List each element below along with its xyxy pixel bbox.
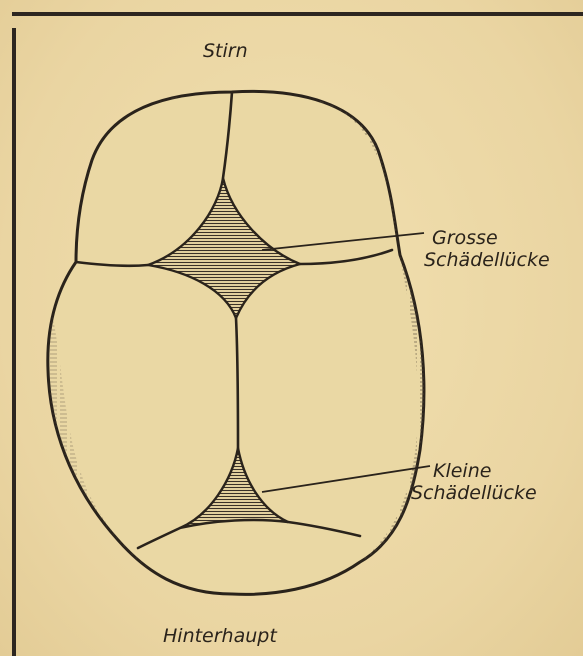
label-anterior-fontanelle-line1: Grosse: [424, 227, 550, 249]
label-anterior-fontanelle: Grosse Schädellücke: [424, 227, 550, 271]
label-forehead: Stirn: [203, 40, 248, 62]
label-posterior-fontanelle: Kleine Schädellücke: [411, 460, 537, 504]
label-posterior-fontanelle-line2: Schädellücke: [411, 482, 537, 504]
label-posterior-fontanelle-line1: Kleine: [411, 460, 537, 482]
label-back-of-head: Hinterhaupt: [163, 625, 277, 647]
label-anterior-fontanelle-line2: Schädellücke: [424, 249, 550, 271]
